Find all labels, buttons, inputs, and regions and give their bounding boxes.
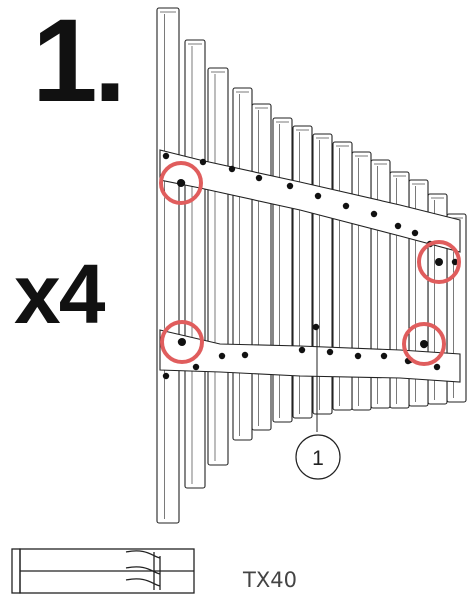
highlighted-hole <box>177 179 185 187</box>
fastener-hole <box>286 182 294 190</box>
fastener-hole <box>326 348 334 356</box>
lower-batten <box>159 329 461 383</box>
fastener-hole <box>218 352 226 360</box>
highlight-circles <box>159 161 461 366</box>
highlight-ring <box>160 320 204 364</box>
fastener-hole <box>370 210 378 218</box>
callout-number: 1 <box>312 447 324 470</box>
callout-bubble <box>295 434 341 480</box>
slat <box>232 87 253 441</box>
highlighted-hole <box>435 258 443 266</box>
torx-bit-icon <box>11 548 195 594</box>
fastener-hole <box>380 352 388 360</box>
fastener-hole <box>312 323 320 331</box>
slat <box>184 39 206 489</box>
highlight-ring <box>402 322 446 366</box>
fastener-hole <box>411 229 419 237</box>
slat <box>272 117 293 423</box>
fastener-hole <box>162 372 170 380</box>
highlighted-hole <box>420 340 428 348</box>
fastener-hole <box>199 158 207 166</box>
fastener-hole <box>298 346 306 354</box>
fastener-hole <box>192 363 200 371</box>
fastener-hole <box>394 222 402 230</box>
fastener-hole <box>241 351 249 359</box>
fastener-hole <box>433 363 441 371</box>
fastener-hole <box>228 165 236 173</box>
fastener-hole <box>354 352 362 360</box>
slat <box>207 67 229 466</box>
fastener-hole <box>342 202 350 210</box>
slat <box>251 103 272 431</box>
quantity-label: x4 <box>14 247 105 341</box>
highlight-ring <box>417 240 461 284</box>
step-number: 1. <box>32 0 126 127</box>
slat <box>156 7 180 524</box>
fastener-hole <box>451 258 459 266</box>
fastener-hole <box>314 192 322 200</box>
upper-batten <box>159 149 461 253</box>
fastener-hole <box>162 152 170 160</box>
fastener-hole <box>255 174 263 182</box>
highlighted-hole <box>178 338 186 346</box>
highlight-ring <box>159 161 203 205</box>
tool-label: TX40 <box>243 568 297 592</box>
